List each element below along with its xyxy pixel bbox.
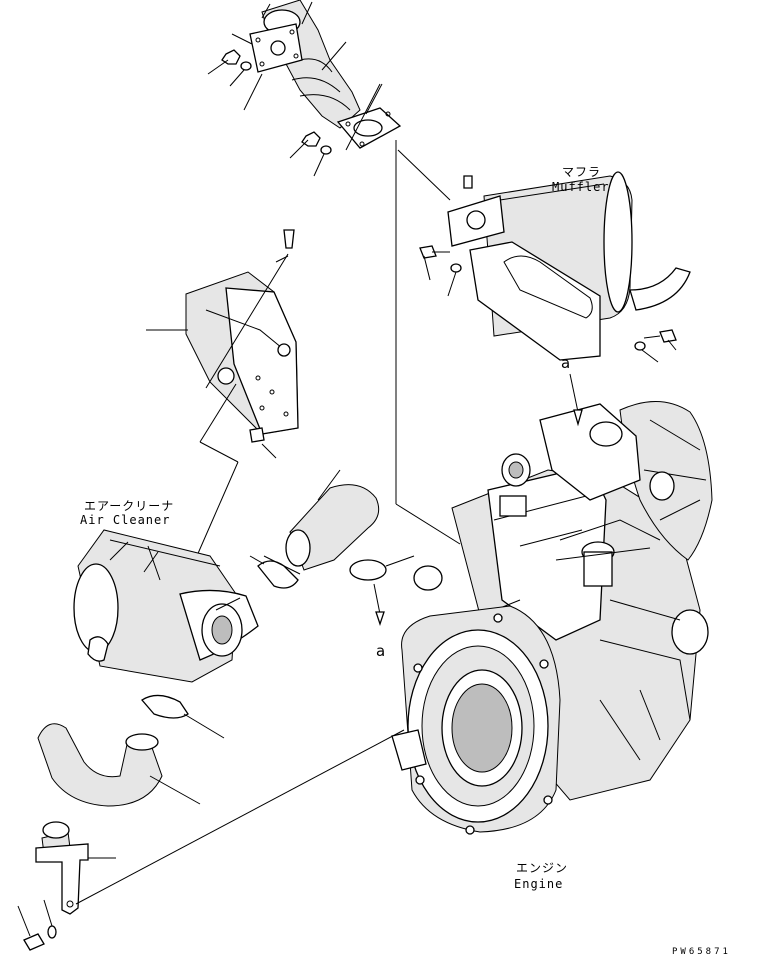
exhaust-leader-lines	[207, 1, 383, 177]
drawing-code: PW65871	[672, 947, 731, 957]
muffler	[447, 171, 691, 361]
reference-mark-a-top: a	[561, 354, 571, 372]
intake-hoses	[37, 469, 415, 807]
air-cleaner-label-jp: エアークリーナ	[84, 499, 175, 513]
engine-label-en: Engine	[514, 877, 564, 891]
muffler-label-en: Muffler	[552, 180, 610, 194]
air-cleaner-bracket	[146, 229, 299, 559]
reference-mark-a-mid: a	[376, 642, 386, 660]
engine	[391, 140, 713, 835]
air-cleaner-label-en: Air Cleaner	[80, 513, 171, 527]
support-stay	[17, 729, 405, 951]
muffler-bolts	[397, 149, 677, 363]
muffler-label-jp: マフラ	[562, 165, 602, 179]
exhaust-pipe	[249, 0, 402, 149]
air-cleaner	[73, 529, 259, 683]
engine-label-jp: エンジン	[516, 861, 569, 875]
